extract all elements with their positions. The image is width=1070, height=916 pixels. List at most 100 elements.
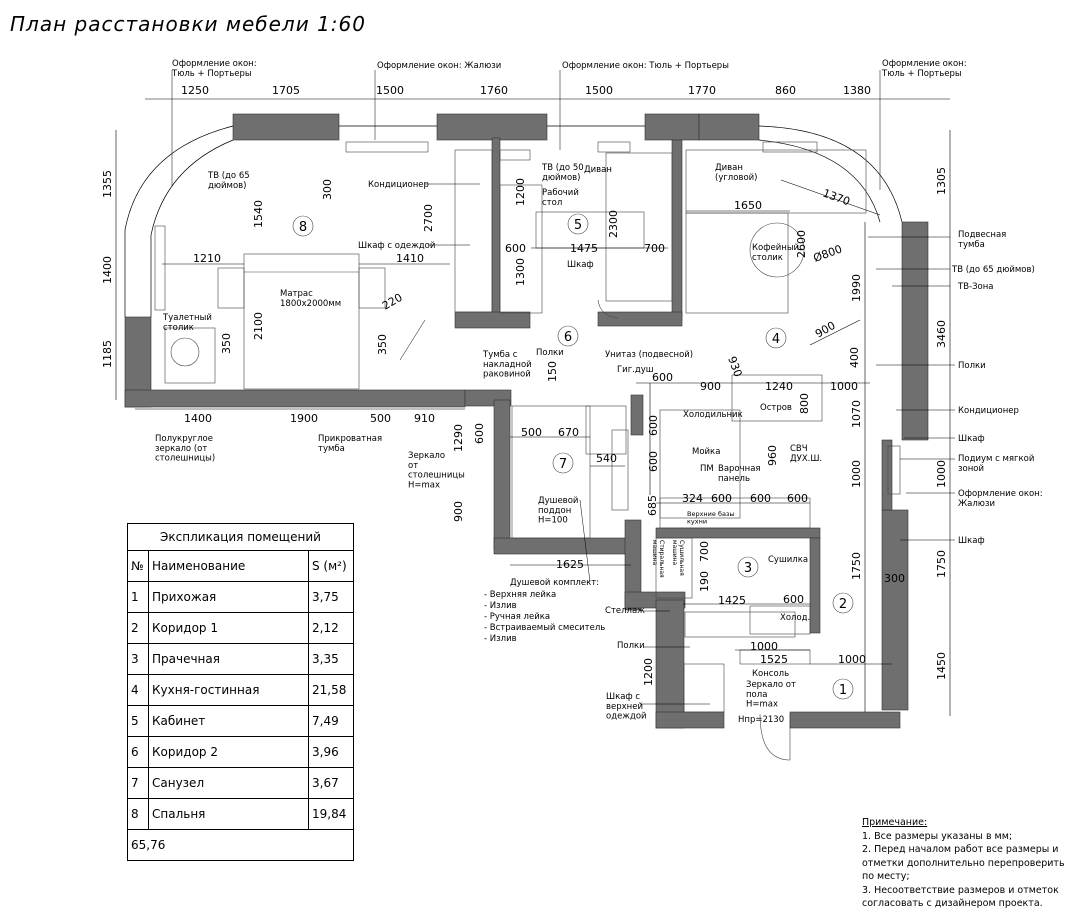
- dim-top-6: 1770: [688, 84, 716, 97]
- dim-int-29: 1000: [830, 380, 858, 393]
- label-dishwasher: ПМ: [700, 464, 714, 474]
- label-hyg-shower: Гиг.душ: [617, 365, 654, 375]
- dim-bottom-4: 910: [414, 412, 435, 425]
- room-number-1: 1: [839, 683, 847, 698]
- room-number-4: 4: [772, 332, 780, 347]
- dim-int-19: 350: [376, 334, 389, 355]
- row-area: 2,12: [308, 612, 354, 644]
- dim-int-9: 600: [505, 242, 526, 255]
- label-shower-kit-item-3: - Ручная лейка: [484, 612, 550, 622]
- dim-right-3: 1070: [850, 400, 863, 428]
- dim-int-13: 2600: [795, 230, 808, 258]
- dim-right-6: 1450: [935, 652, 948, 680]
- dim-right-2: 3460: [935, 320, 948, 348]
- dim-int-45: 1000: [750, 640, 778, 653]
- label-shower-kit-item-4: - Встраиваемый смеситель: [484, 623, 605, 633]
- walls: [124, 113, 929, 729]
- label-shelves-right: Полки: [958, 361, 986, 371]
- dim-int-11: 700: [644, 242, 665, 255]
- dim-int-16: 220: [380, 291, 405, 313]
- dim-right-inner-1: 1990: [850, 274, 863, 302]
- dimension-lines: [115, 98, 951, 716]
- row-no: 7: [127, 767, 149, 799]
- row-name: Кабинет: [148, 705, 309, 737]
- row-area: 7,49: [308, 705, 354, 737]
- explication-col-area: S (м²): [308, 550, 354, 582]
- row-no: 5: [127, 705, 149, 737]
- note-line: 3. Несоответствие размеров и отметок: [862, 884, 1059, 896]
- dim-int-25: 540: [596, 452, 617, 465]
- dim-int-38: 685: [646, 495, 659, 516]
- dim-int-51: 400: [848, 347, 861, 368]
- dim-bottom-1: 1400: [184, 412, 212, 425]
- dim-int-28: 1240: [765, 380, 793, 393]
- row-area: 3,67: [308, 767, 354, 799]
- row-no: 2: [127, 612, 149, 644]
- dim-top-7: 860: [775, 84, 796, 97]
- label-island: Остров: [760, 403, 792, 413]
- note-line: по месту;: [862, 871, 910, 882]
- dim-top-5: 1500: [585, 84, 613, 97]
- label-wardrobe-right-2: Шкаф: [958, 536, 985, 546]
- dim-int-35: 600: [711, 492, 732, 505]
- dim-int-42: 190: [698, 571, 711, 592]
- dim-int-5: 2300: [607, 210, 620, 238]
- label-sofa-corner: Диван(угловой): [715, 163, 758, 183]
- explication-col-name: Наименование: [148, 550, 309, 582]
- dim-int-12: 1650: [734, 199, 762, 212]
- dim-top-4: 1760: [480, 84, 508, 97]
- dim-right-inner-2: 1000: [850, 460, 863, 488]
- dim-int-15: Ø800: [812, 242, 844, 264]
- dim-int-46: 1525: [760, 653, 788, 666]
- explication-col-no: №: [127, 550, 149, 582]
- dim-int-49: 930: [725, 355, 744, 379]
- dim-int-10: 1475: [570, 242, 598, 255]
- label-wardrobe-clothes: Шкаф с одеждой: [358, 241, 435, 251]
- dim-int-8: 1300: [514, 258, 527, 286]
- furniture: [154, 141, 901, 761]
- dim-bottom-2: 1900: [290, 412, 318, 425]
- dim-int-17: 2100: [252, 312, 265, 340]
- dim-int-37: 600: [787, 492, 808, 505]
- label-shower-kit-title: Душевой комплект:: [510, 578, 599, 588]
- row-area: 3,35: [308, 643, 354, 675]
- dim-int-20: 1290: [452, 424, 465, 452]
- window-glazing: [124, 125, 903, 317]
- label-blinds-top: Оформление окон: Жалюзи: [377, 61, 501, 71]
- room-number-7: 7: [559, 457, 567, 472]
- explication-table: Экспликация помещений № Наименование S (…: [127, 523, 354, 861]
- dim-int-27: 900: [700, 380, 721, 393]
- label-wardrobe-right-1: Шкаф: [958, 434, 985, 444]
- row-area: 3,75: [308, 581, 354, 613]
- label-shelves-bath: Полки: [536, 348, 564, 358]
- row-name: Санузел: [148, 767, 309, 799]
- dim-bottom-3: 500: [370, 412, 391, 425]
- dim-int-23: 670: [558, 426, 579, 439]
- dim-top-1: 1250: [181, 84, 209, 97]
- row-name: Спальня: [148, 798, 309, 830]
- dim-int-40: 1625: [556, 558, 584, 571]
- row-name: Коридор 1: [148, 612, 309, 644]
- note-line: отметки дополнительно перепроверить: [862, 857, 1065, 869]
- dim-int-22: 500: [521, 426, 542, 439]
- dim-int-48: 1200: [642, 658, 655, 686]
- label-shower-kit-item-5: - Излив: [484, 634, 517, 644]
- row-no: 3: [127, 643, 149, 675]
- label-shower-kit-item-1: - Верхняя лейка: [484, 590, 556, 600]
- dim-int-47: 1000: [838, 653, 866, 666]
- dim-int-31: 960: [766, 445, 779, 466]
- annotations: Оформление окон:Тюль + Портьеры Оформлен…: [155, 59, 1043, 725]
- note-line: 1. Все размеры указаны в мм;: [862, 830, 1013, 842]
- dim-int-43: 1425: [718, 594, 746, 607]
- row-area: 3,96: [308, 736, 354, 768]
- dim-int-2: 1540: [252, 200, 265, 228]
